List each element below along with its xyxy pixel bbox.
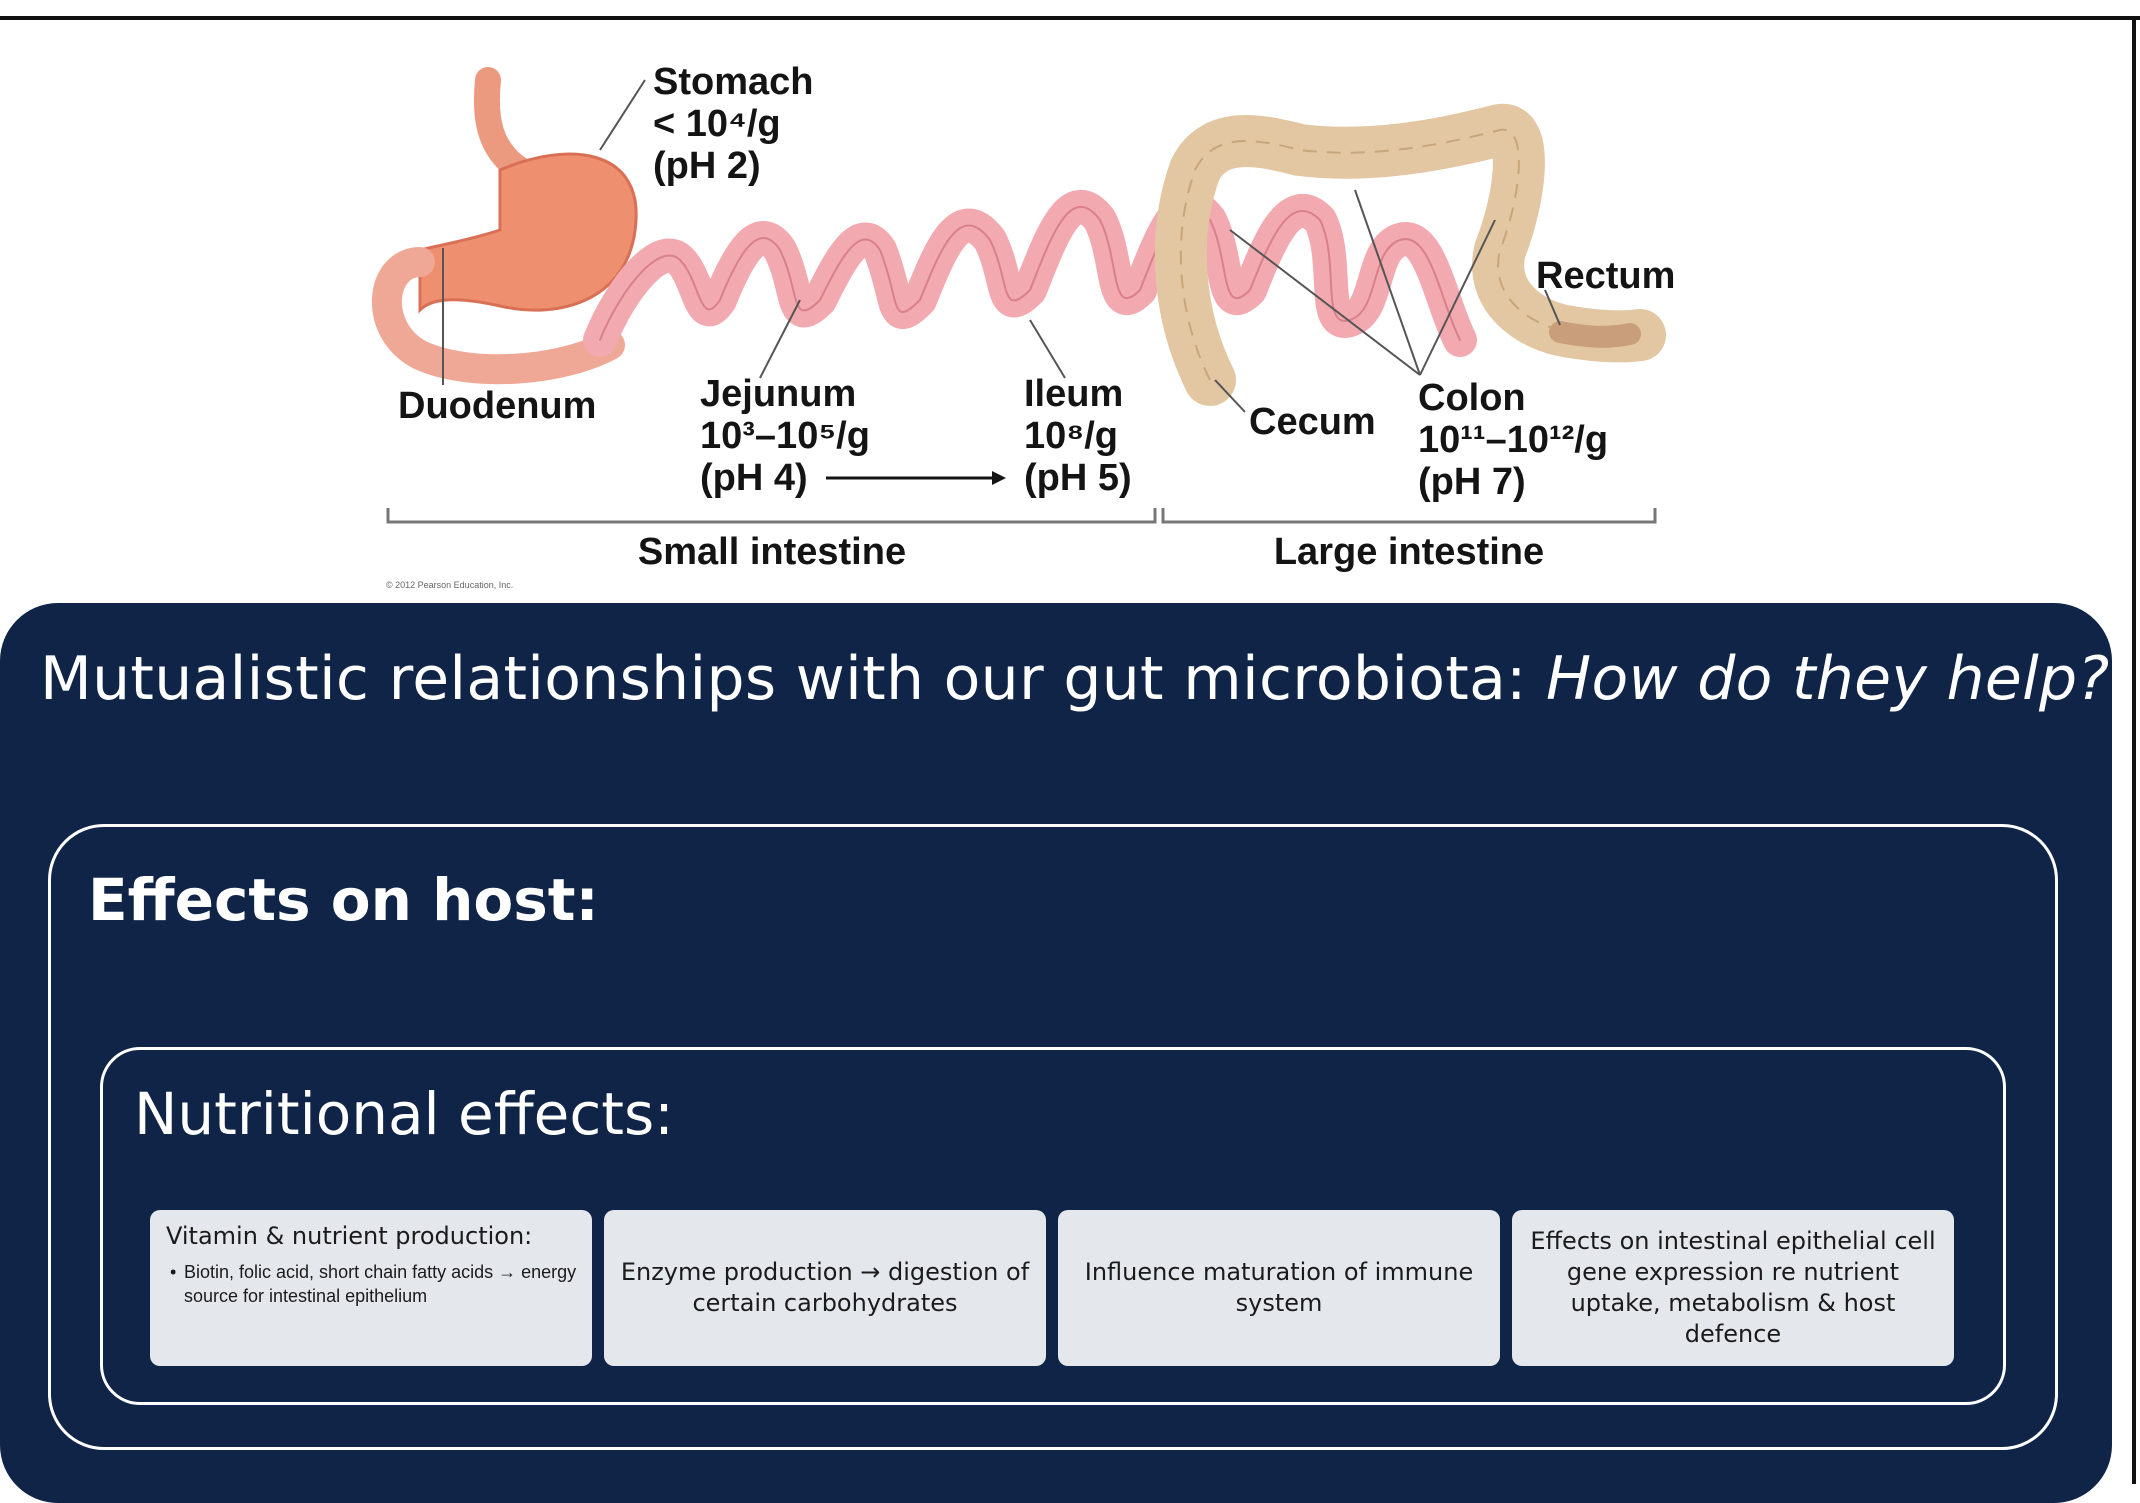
stomach-count: < 10⁴/g <box>653 103 781 145</box>
colon-label: Colon <box>1418 377 1526 419</box>
nutritional-effects-box <box>100 1047 2006 1405</box>
ph-gradient-arrow <box>826 471 1006 485</box>
ileum-count: 10⁸/g <box>1024 415 1118 457</box>
duodenum-label: Duodenum <box>398 385 596 427</box>
card-enzyme-production: Enzyme production → digestion of certain… <box>604 1210 1046 1366</box>
ileum-label: Ileum <box>1024 373 1123 415</box>
jejunum-count: 10³–10⁵/g <box>700 415 870 457</box>
colon-ph: (pH 7) <box>1418 461 1526 503</box>
leader-lines <box>442 79 1561 413</box>
rectum-label: Rectum <box>1536 255 1675 297</box>
large-intestine-label: Large intestine <box>1274 531 1544 573</box>
card-epithelial-effects: Effects on intestinal epithelial cell ge… <box>1512 1210 1954 1366</box>
region-brackets <box>386 508 1657 524</box>
colon-count: 10¹¹–10¹²/g <box>1418 419 1608 461</box>
stomach-illustration <box>371 67 638 385</box>
cecum-label: Cecum <box>1249 401 1376 443</box>
card-immune-maturation: Influence maturation of immune system <box>1058 1210 1500 1366</box>
card-vitamin-bullets: Biotin, folic acid, short chain fatty ac… <box>162 1260 580 1308</box>
effects-on-host-box <box>48 824 2058 1450</box>
small-intestine-label: Small intestine <box>638 531 906 573</box>
ileum-ph: (pH 5) <box>1024 457 1132 499</box>
copyright-credit: © 2012 Pearson Education, Inc. <box>386 580 513 590</box>
stomach-ph: (pH 2) <box>653 145 761 187</box>
page-title: Mutualistic relationships with our gut m… <box>40 644 2110 714</box>
top-border <box>0 16 2140 20</box>
card-vitamin-production: Vitamin & nutrient production: Biotin, f… <box>150 1210 592 1366</box>
gut-anatomy-diagram: Stomach < 10⁴/g (pH 2) Duodenum Jejunum … <box>371 61 1675 590</box>
page-title-question: How do they help? <box>1546 644 2110 714</box>
large-intestine-illustration <box>1154 104 1666 406</box>
card-vitamin-bullet: Biotin, folic acid, short chain fatty ac… <box>166 1260 580 1308</box>
card-epithelial-text: Effects on intestinal epithelial cell ge… <box>1530 1227 1936 1348</box>
card-vitamin-title: Vitamin & nutrient production: <box>166 1222 533 1250</box>
stomach-label: Stomach <box>653 61 813 103</box>
card-enzyme-text: Enzyme production → digestion of certain… <box>620 1258 1030 1317</box>
small-intestine-illustration <box>583 190 1477 357</box>
jejunum-ph: (pH 4) <box>700 457 808 499</box>
page-title-text: Mutualistic relationships with our gut m… <box>40 644 1547 714</box>
effects-on-host-title: Effects on host: <box>88 866 599 934</box>
jejunum-label: Jejunum <box>700 373 856 415</box>
card-immune-text: Influence maturation of immune system <box>1084 1258 1474 1317</box>
right-border <box>2132 16 2136 1484</box>
nutritional-effects-title: Nutritional effects: <box>134 1080 674 1148</box>
